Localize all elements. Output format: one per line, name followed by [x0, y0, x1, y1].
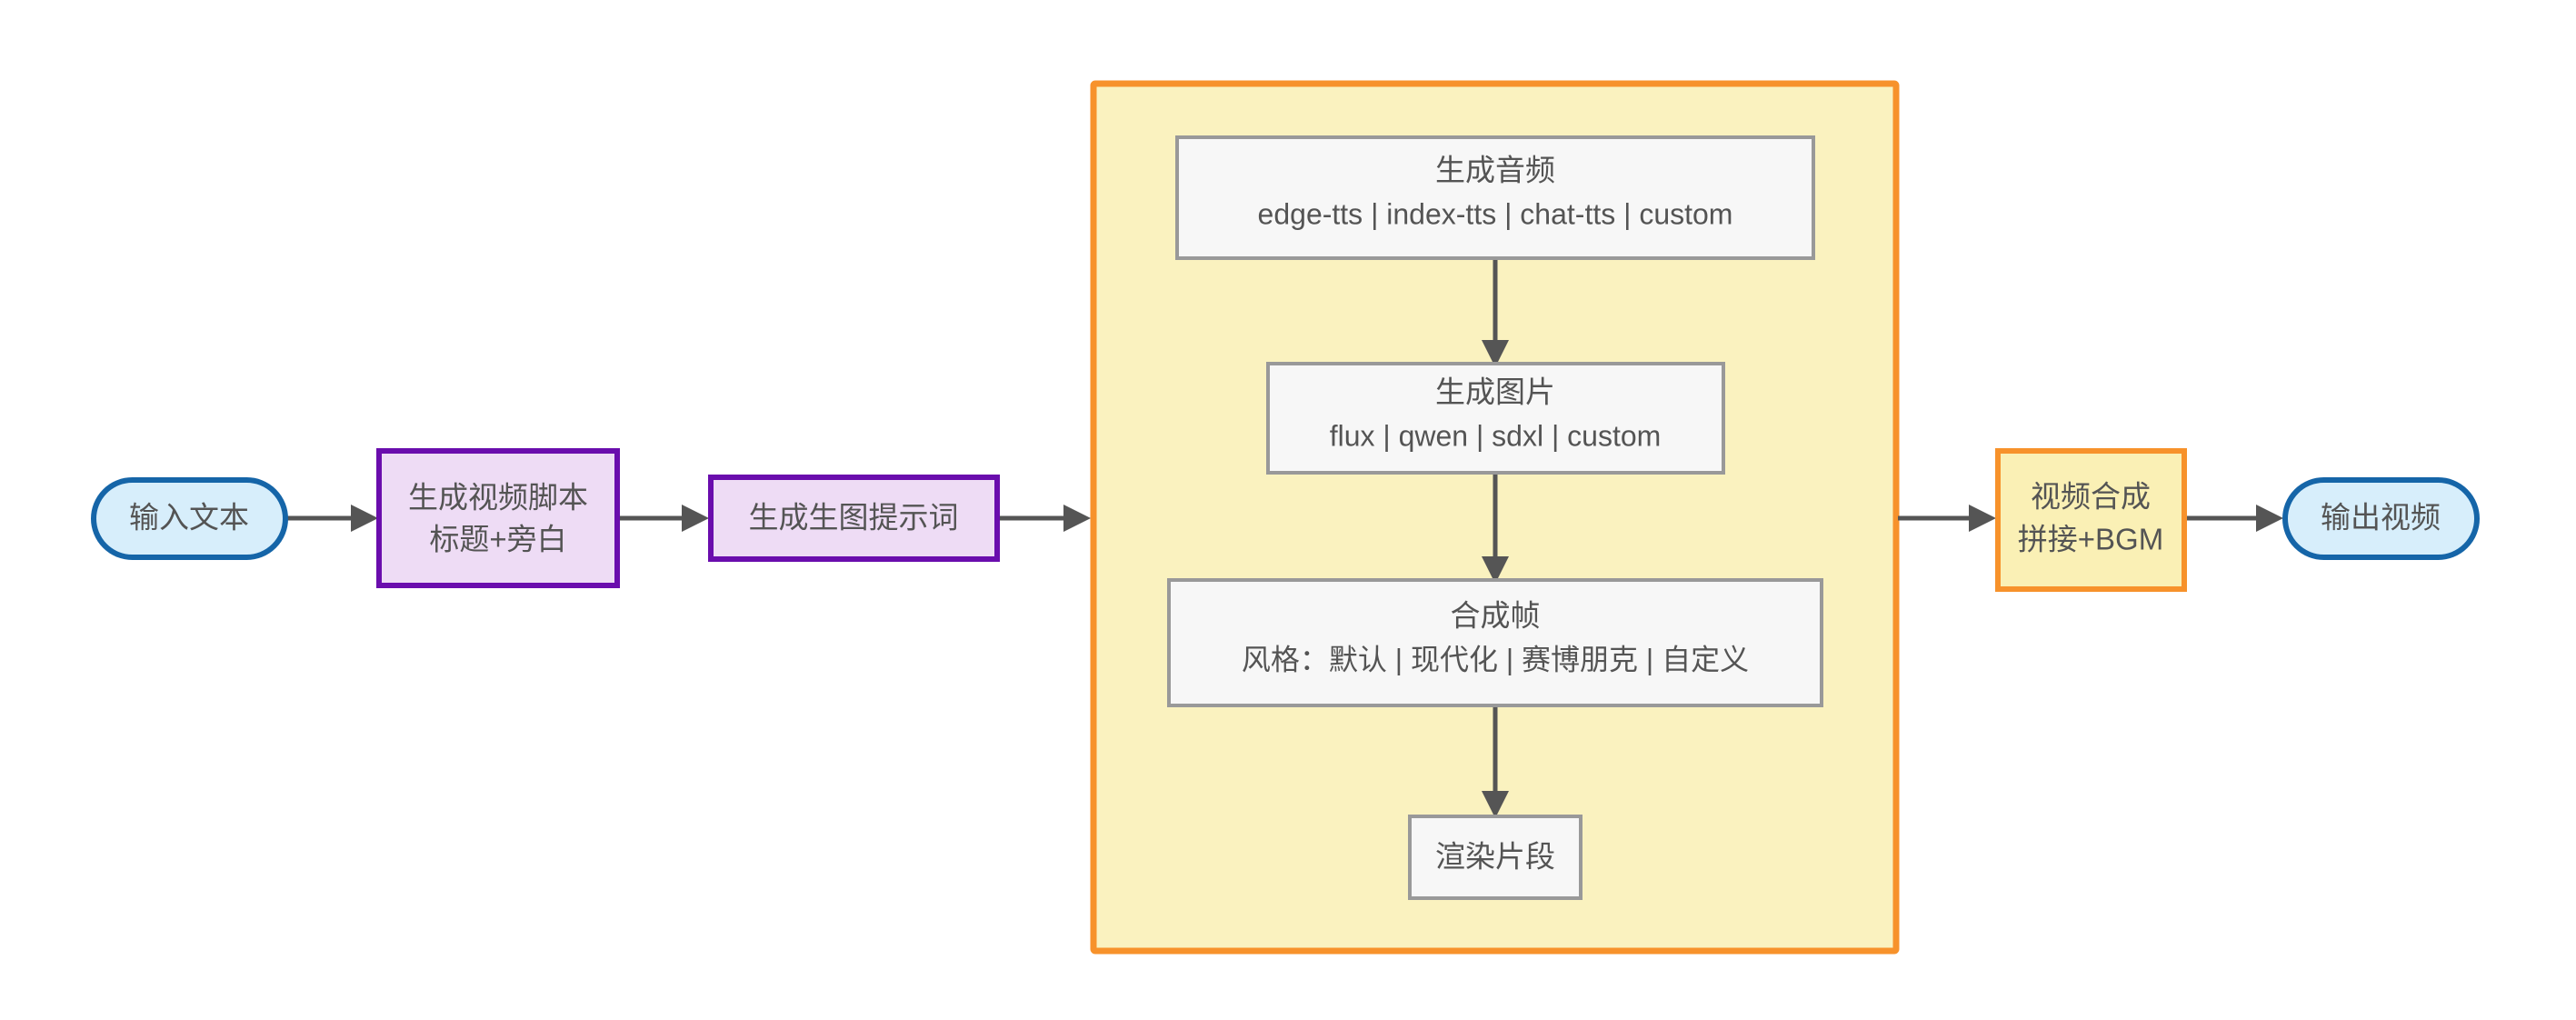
node-input-text[interactable]: 输入文本 — [91, 477, 288, 560]
node-compose-frame-line1: 合成帧 — [1451, 599, 1541, 633]
edge-audio-to-image — [1482, 258, 1509, 367]
node-compose-frame-line2: 风格：默认 | 现代化 | 赛博朋克 | 自定义 — [1242, 643, 1749, 675]
node-input-text-label: 输入文本 — [129, 501, 249, 535]
node-generate-image[interactable]: 生成图片 flux | qwen | sdxl | custom — [1266, 362, 1725, 475]
node-generate-audio-line2: edge-tts | index-tts | chat-tts | custom — [1258, 197, 1733, 230]
node-output-video-label: 输出视频 — [2321, 501, 2441, 535]
node-generate-audio-line1: 生成音频 — [1435, 154, 1555, 187]
node-compose-frame[interactable]: 合成帧 风格：默认 | 现代化 | 赛博朋克 | 自定义 — [1167, 578, 1823, 707]
node-video-compose-line1: 视频合成 — [2031, 480, 2151, 514]
node-render-clip[interactable]: 渲染片段 — [1408, 815, 1583, 900]
edge-frame-to-render — [1482, 705, 1509, 818]
node-generate-image-line2: flux | qwen | sdxl | custom — [1330, 419, 1662, 452]
node-video-compose-line2: 拼接+BGM — [2018, 523, 2163, 556]
node-generate-prompt-label: 生成生图提示词 — [749, 501, 959, 535]
node-video-compose[interactable]: 视频合成 拼接+BGM — [1995, 448, 2187, 592]
node-generate-image-line1: 生成图片 — [1435, 375, 1555, 409]
node-generate-script-line2: 标题+旁白 — [429, 523, 566, 556]
node-render-clip-label: 渲染片段 — [1435, 840, 1555, 874]
edge-image-to-frame — [1482, 472, 1509, 584]
edge-input-to-script — [285, 505, 378, 532]
edge-script-to-prompt — [617, 505, 709, 532]
edge-prompt-to-pipeline — [997, 505, 1091, 532]
node-generate-script[interactable]: 生成视频脚本 标题+旁白 — [376, 448, 620, 588]
node-generate-prompt[interactable]: 生成生图提示词 — [708, 475, 1000, 562]
node-output-video[interactable]: 输出视频 — [2282, 477, 2480, 560]
node-generate-script-line1: 生成视频脚本 — [408, 481, 588, 515]
edge-compose-to-output — [2185, 505, 2283, 532]
node-generate-audio[interactable]: 生成音频 edge-tts | index-tts | chat-tts | c… — [1175, 135, 1815, 260]
edge-pipeline-to-compose — [1898, 505, 1996, 532]
